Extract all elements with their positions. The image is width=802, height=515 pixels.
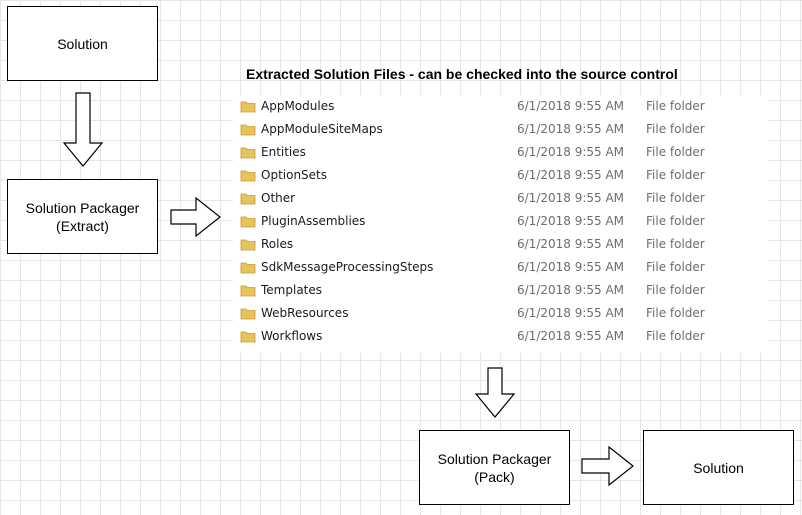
file-type: File folder <box>646 191 705 205</box>
solution-box-bottom: Solution <box>643 430 794 505</box>
arrow-right-icon <box>581 445 634 487</box>
file-name: Roles <box>261 237 294 251</box>
solution-box-top: Solution <box>7 6 158 81</box>
file-name: PluginAssemblies <box>261 214 366 228</box>
file-date: 6/1/2018 9:55 AM <box>517 260 625 274</box>
file-type: File folder <box>646 122 705 136</box>
file-date: 6/1/2018 9:55 AM <box>517 122 625 136</box>
file-name: Templates <box>261 283 323 297</box>
file-name: WebResources <box>261 306 349 320</box>
folder-icon <box>240 101 256 113</box>
file-date: 6/1/2018 9:55 AM <box>517 283 625 297</box>
file-date: 6/1/2018 9:55 AM <box>517 168 625 182</box>
file-type: File folder <box>646 306 705 320</box>
file-type: File folder <box>646 237 705 251</box>
file-row[interactable]: AppModuleSiteMaps 6/1/2018 9:55 AM File … <box>233 118 768 141</box>
file-type: File folder <box>646 99 705 113</box>
file-name: Entities <box>261 145 306 159</box>
file-row[interactable]: Roles 6/1/2018 9:55 AM File folder <box>233 233 768 256</box>
folder-icon <box>240 308 256 320</box>
file-type: File folder <box>646 145 705 159</box>
arrow-right-icon <box>170 196 221 238</box>
folder-icon <box>240 193 256 205</box>
arrow-down-icon <box>62 92 104 167</box>
folder-icon <box>240 170 256 182</box>
arrow-down-icon <box>474 367 516 418</box>
file-list: AppModules 6/1/2018 9:55 AM File folder … <box>233 95 768 353</box>
solution-packager-extract-box: Solution Packager (Extract) <box>7 179 158 254</box>
folder-icon <box>240 262 256 274</box>
file-row[interactable]: OptionSets 6/1/2018 9:55 AM File folder <box>233 164 768 187</box>
file-row[interactable]: Entities 6/1/2018 9:55 AM File folder <box>233 141 768 164</box>
file-row[interactable]: AppModules 6/1/2018 9:55 AM File folder <box>233 95 768 118</box>
file-name: OptionSets <box>261 168 328 182</box>
file-row[interactable]: Workflows 6/1/2018 9:55 AM File folder <box>233 325 768 348</box>
file-date: 6/1/2018 9:55 AM <box>517 99 625 113</box>
file-date: 6/1/2018 9:55 AM <box>517 329 625 343</box>
file-row[interactable]: SdkMessageProcessingSteps 6/1/2018 9:55 … <box>233 256 768 279</box>
file-type: File folder <box>646 329 705 343</box>
folder-icon <box>240 216 256 228</box>
file-type: File folder <box>646 283 705 297</box>
file-date: 6/1/2018 9:55 AM <box>517 214 625 228</box>
file-name: Other <box>261 191 296 205</box>
file-type: File folder <box>646 168 705 182</box>
file-name: SdkMessageProcessingSteps <box>261 260 434 274</box>
folder-icon <box>240 239 256 251</box>
file-date: 6/1/2018 9:55 AM <box>517 191 625 205</box>
file-type: File folder <box>646 260 705 274</box>
folder-icon <box>240 124 256 136</box>
file-row[interactable]: WebResources 6/1/2018 9:55 AM File folde… <box>233 302 768 325</box>
file-date: 6/1/2018 9:55 AM <box>517 145 625 159</box>
file-row[interactable]: Templates 6/1/2018 9:55 AM File folder <box>233 279 768 302</box>
solution-packager-pack-box: Solution Packager (Pack) <box>419 430 570 505</box>
file-name: AppModuleSiteMaps <box>261 122 383 136</box>
file-name: Workflows <box>261 329 323 343</box>
file-row[interactable]: PluginAssemblies 6/1/2018 9:55 AM File f… <box>233 210 768 233</box>
folder-icon <box>240 331 256 343</box>
explorer-title: Extracted Solution Files - can be checke… <box>246 66 678 82</box>
file-row[interactable]: Other 6/1/2018 9:55 AM File folder <box>233 187 768 210</box>
file-type: File folder <box>646 214 705 228</box>
file-name: AppModules <box>261 99 335 113</box>
folder-icon <box>240 285 256 297</box>
folder-icon <box>240 147 256 159</box>
file-date: 6/1/2018 9:55 AM <box>517 306 625 320</box>
file-date: 6/1/2018 9:55 AM <box>517 237 625 251</box>
